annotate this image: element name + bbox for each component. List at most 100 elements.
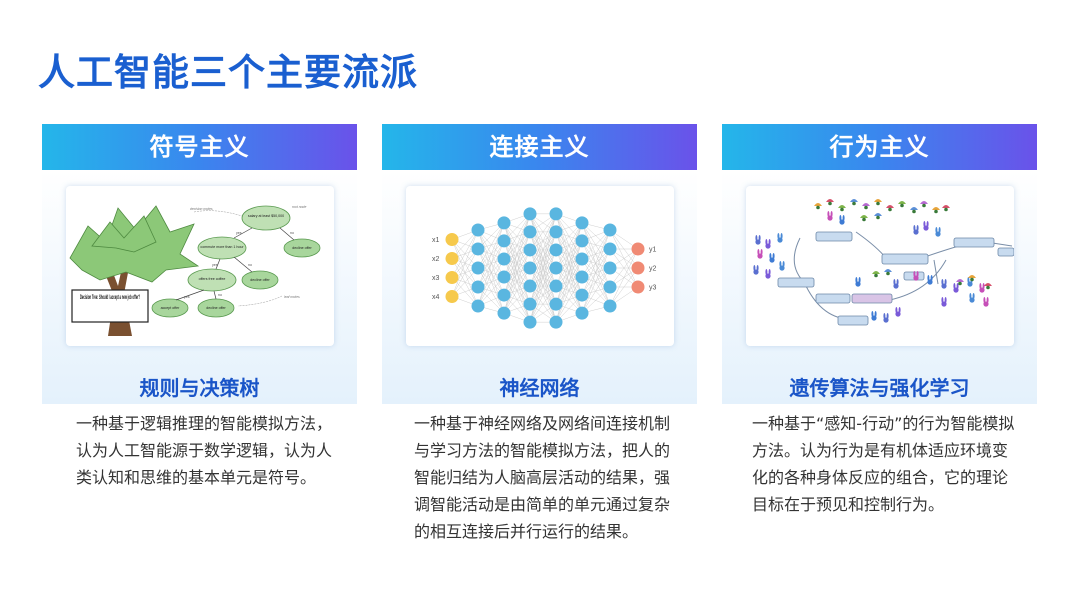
note-root-node: root node [292,205,306,209]
nn-connection [503,267,531,314]
nn-hidden-node [523,207,537,221]
node-salary: salary at least $50,000 [248,214,284,218]
nn-hidden-node [603,280,617,294]
nn-hidden-node [523,279,537,293]
nn-hidden-node [497,306,511,320]
nn-output-label: y2 [649,266,657,273]
nn-connection [477,240,505,307]
nn-hidden-node [497,216,511,230]
nn-hidden-node [471,280,485,294]
node-leaf-4: decline offer [206,306,226,310]
nn-connection [581,229,611,260]
flower-icon [860,215,868,222]
flower-icon [956,279,964,286]
bunny-icon [753,265,759,275]
nn-hidden-node [471,223,485,237]
node-commute: commute more than 1 hour [200,245,244,249]
nn-hidden-node [603,299,617,313]
bunny-icon [871,311,877,321]
nn-output-label: y3 [649,285,657,292]
nn-hidden-node [549,261,563,275]
nn-connection [581,222,611,269]
flower-icon [910,207,918,214]
nn-hidden-node [603,242,617,256]
nn-connection [477,248,505,296]
nn-connection [477,229,505,278]
nn-hidden-node [549,225,563,239]
bunny-icon [755,235,761,245]
node-leaf-2: decline offer [250,278,270,282]
flower-icon [862,203,870,210]
flower-icon [874,199,882,206]
card-header: 连接主义 [382,124,697,170]
edge-label-yes: yes [236,231,242,235]
nn-connection [477,222,505,288]
flower-icon [886,205,894,212]
edge-label-no-3: no [218,293,222,297]
card-subtitle: 规则与决策树 [139,376,260,400]
flower-icon [874,213,882,220]
nn-input-node [445,271,459,284]
node-leaf-3: accept offer [161,306,181,310]
nn-connection [477,258,505,307]
flower-icon [850,199,858,206]
edge-label-yes-2: yes [212,263,218,267]
bunny-icon [941,297,947,307]
nn-hidden-node [497,288,511,302]
flower-icon [838,205,846,212]
nn-hidden-node [497,252,511,266]
nn-input-node [445,233,459,246]
bunny-icon [827,211,833,221]
bunny-icon [913,271,919,281]
nn-output-node [631,261,645,275]
nn-output-node [631,280,645,294]
flower-icon [814,203,822,210]
tree-caption-title: Decision Tree: Should I accept a new job… [80,295,140,301]
nn-connection [609,248,639,288]
bunny-icon [913,225,919,235]
nn-connection [503,213,531,278]
flower-icon [884,269,892,276]
nn-connection [529,249,557,323]
card-header: 行为主义 [722,124,1037,170]
nn-hidden-node [575,306,589,320]
nn-hidden-node [575,270,589,284]
nn-connection [581,267,611,314]
flower-icon [968,275,976,282]
nn-hidden-node [523,297,537,311]
nn-hidden-node [523,243,537,257]
nn-connection [529,267,557,323]
nn-hidden-node [575,288,589,302]
note-leaf-nodes: leaf nodes [284,295,300,299]
nn-input-label: x2 [432,256,440,263]
nn-connection [529,213,557,251]
nn-connection [609,248,639,307]
nn-hidden-node [523,225,537,239]
nn-connection [529,285,557,323]
nn-hidden-node [549,207,563,221]
nn-input-label: x4 [432,294,440,301]
nn-connection [555,222,583,269]
flower-icon [898,201,906,208]
card-behaviorism: 行为主义 [722,124,1037,414]
nn-hidden-node [575,216,589,230]
edge-label-no-2: no [248,263,252,267]
nn-hidden-node [575,252,589,266]
card-description-behaviorism: 一种基于“感知-行动”的行为智能模拟方法。认为行为是有机体适应环境变化的各种身体… [752,414,1015,514]
nn-input-label: x3 [432,275,440,282]
bunny-icon [765,269,771,279]
nn-hidden-node [497,234,511,248]
bunny-icon [941,279,947,289]
nn-connection [555,276,583,323]
nn-connection [581,276,611,307]
nn-connection [529,213,557,269]
nn-hidden-node [471,261,485,275]
nn-connection [581,258,611,307]
nn-connection [581,229,611,278]
edge-label-no: no [290,231,294,235]
note-decision-nodes: decision nodes [190,207,213,211]
behavior-diagram-image [746,186,1014,346]
